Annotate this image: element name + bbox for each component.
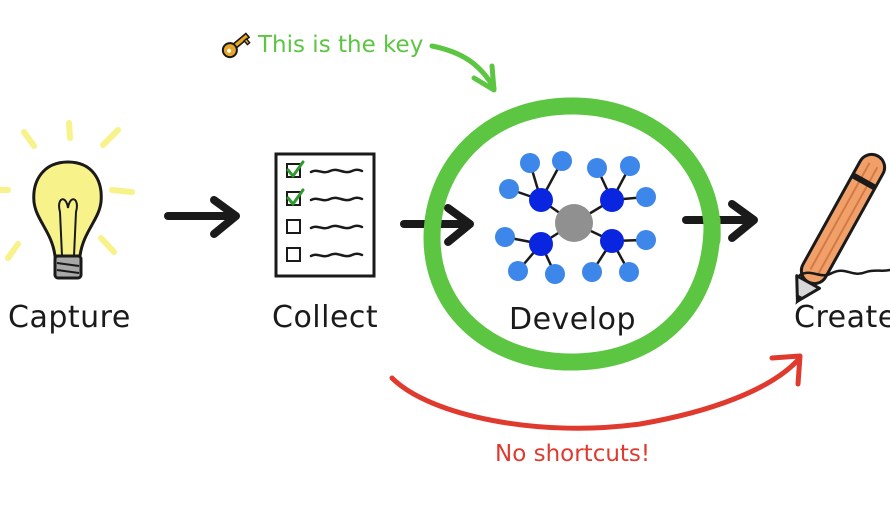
step-label-capture: Capture [8, 300, 131, 335]
step-label-develop: Develop [509, 302, 637, 337]
lightbulb-icon [0, 120, 135, 280]
step-label-collect: Collect [272, 300, 379, 335]
pen-icon [795, 152, 890, 305]
highlight-ring [423, 97, 721, 371]
key-note-text: This is the key [258, 32, 424, 58]
shortcut-arrow [389, 353, 803, 431]
key-arrow [429, 43, 497, 93]
arrow-capture-to-collect [164, 196, 240, 238]
checklist-icon [274, 152, 376, 278]
shortcut-note-text: No shortcuts! [495, 441, 651, 467]
step-label-create: Create [794, 300, 890, 335]
network-icon [495, 151, 656, 284]
key-icon [221, 32, 251, 59]
